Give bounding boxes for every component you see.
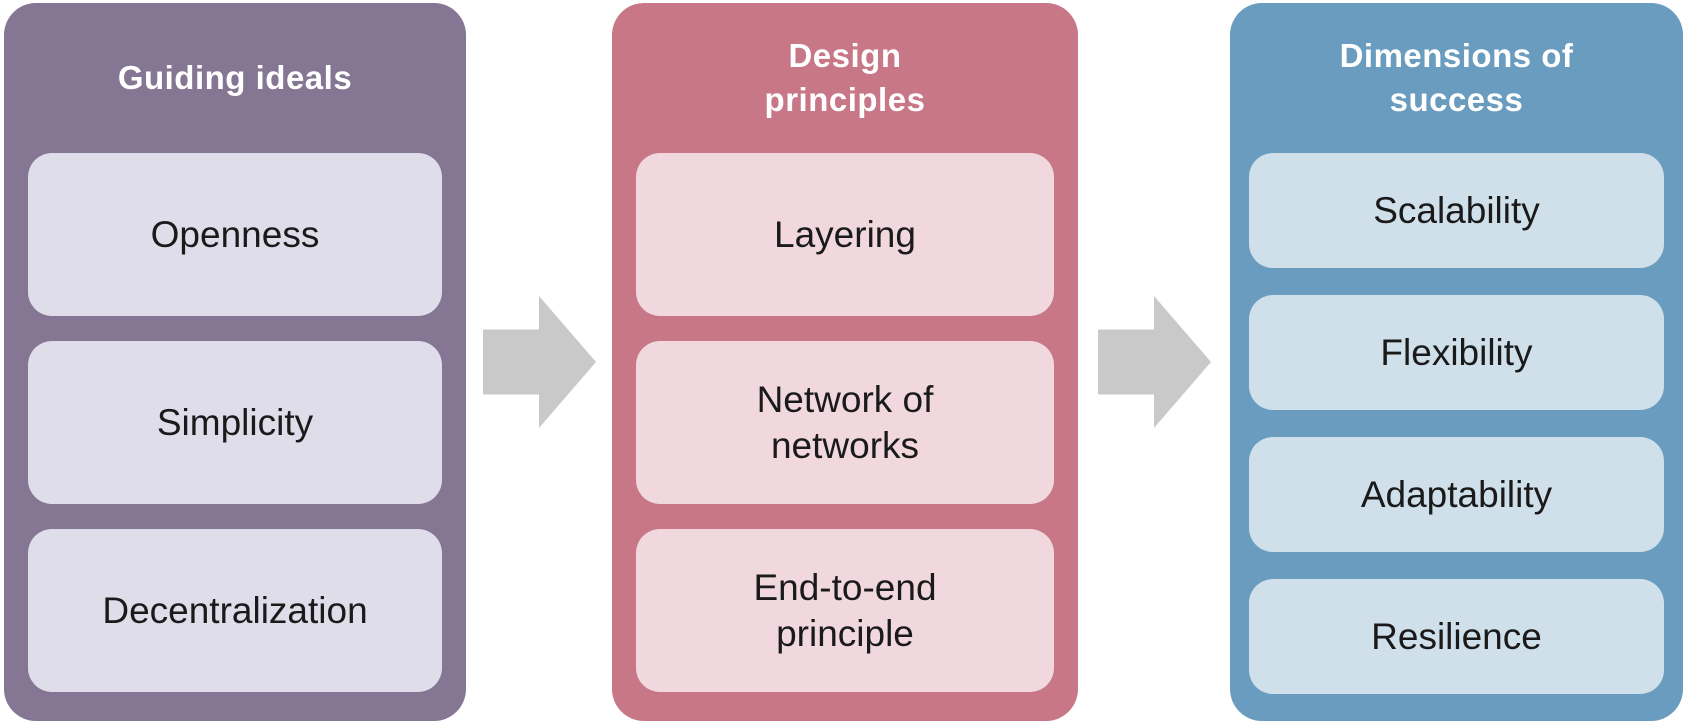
list-item-resilience: Resilience [1249,579,1664,694]
list-item-scalability: Scalability [1249,153,1664,268]
list-item-adaptability: Adaptability [1249,437,1664,552]
list-item-layering: Layering [636,153,1054,316]
arrow-right-icon [1078,0,1230,724]
list-item-decentralization: Decentralization [28,529,442,692]
column-design-principles: Design principles Layering Network of ne… [612,3,1078,721]
list-item-simplicity: Simplicity [28,341,442,504]
list-item-flexibility: Flexibility [1249,295,1664,410]
list-item-network-of-networks: Network of networks [636,341,1054,504]
list-item-end-to-end-principle: End-to-end principle [636,529,1054,692]
arrow-right-icon [466,0,612,724]
column-title-guiding-ideals: Guiding ideals [117,59,353,96]
items-list-guiding-ideals: Openness Simplicity Decentralization [4,153,466,721]
column-dimensions-of-success: Dimensions of success Scalability Flexib… [1230,3,1683,721]
list-item-openness: Openness [28,153,442,316]
column-title-design-principles: Design principles [764,37,926,118]
items-list-dimensions-of-success: Scalability Flexibility Adaptability Res… [1230,153,1683,721]
arrow-right-shape [1097,296,1211,428]
items-list-design-principles: Layering Network of networks End-to-end … [612,153,1078,721]
arrow-right-shape [482,296,596,428]
column-guiding-ideals: Guiding ideals Openness Simplicity Decen… [4,3,466,721]
column-title-dimensions-of-success: Dimensions of success [1339,37,1574,118]
